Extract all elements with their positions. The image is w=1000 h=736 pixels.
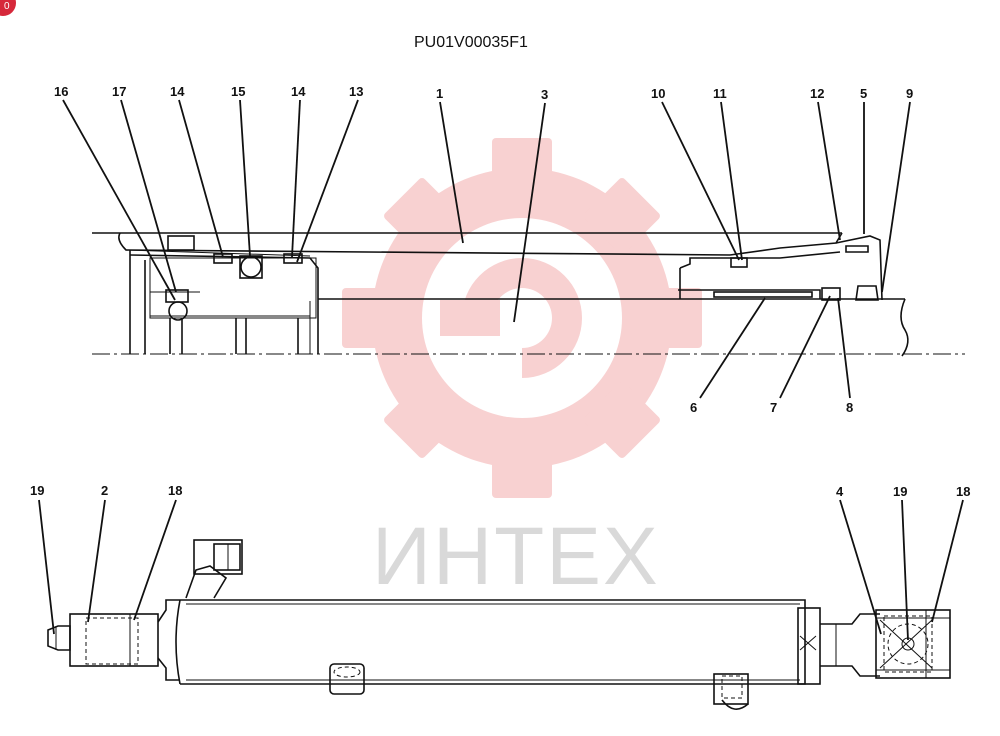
callout-14: 14 — [291, 84, 306, 99]
callout-5: 5 — [860, 86, 867, 101]
callout-17: 17 — [112, 84, 126, 99]
callout-12: 12 — [810, 86, 824, 101]
callout-13: 13 — [349, 84, 363, 99]
part-number-title: PU01V00035F1 — [414, 34, 528, 51]
callout-4: 4 — [836, 484, 844, 499]
callout-1: 1 — [436, 86, 443, 101]
callout-18: 18 — [168, 483, 182, 498]
callout-3: 3 — [541, 87, 548, 102]
callout-19: 19 — [30, 483, 44, 498]
callout-8: 8 — [846, 400, 853, 415]
watermark-gear-icon — [342, 138, 702, 498]
cylinder-exterior-view — [47, 539, 951, 710]
callout-15: 15 — [231, 84, 245, 99]
callout-18: 18 — [956, 484, 970, 499]
callout-2: 2 — [101, 483, 108, 498]
callout-14: 14 — [170, 84, 185, 99]
callout-11: 11 — [713, 86, 727, 101]
callout-6: 6 — [690, 400, 697, 415]
callout-10: 10 — [651, 86, 665, 101]
leader-lines — [38, 99, 964, 641]
callout-19: 19 — [893, 484, 907, 499]
callout-9: 9 — [906, 86, 913, 101]
svg-text:0: 0 — [4, 1, 10, 12]
callout-7: 7 — [770, 400, 777, 415]
watermark-text: ИНТЕХ — [372, 511, 660, 602]
callout-16: 16 — [54, 84, 68, 99]
corner-badge: 0 — [0, 0, 16, 16]
